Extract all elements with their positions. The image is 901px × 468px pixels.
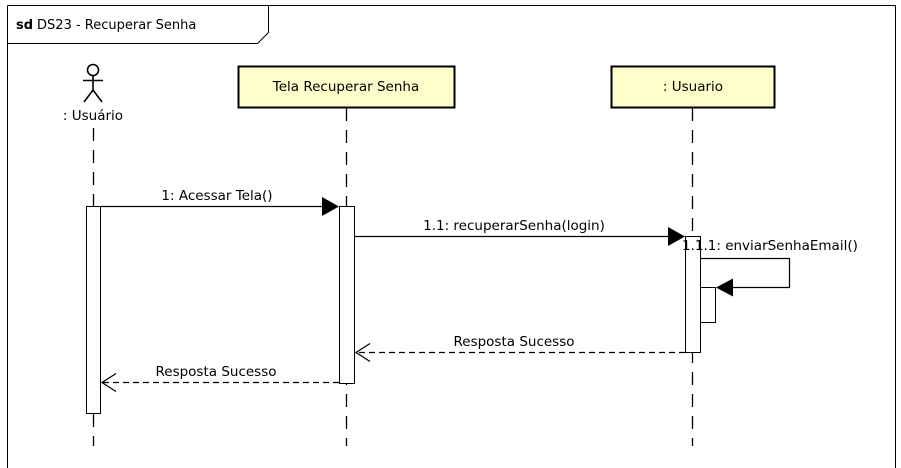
lifeline-tela: Tela Recuperar Senha (237, 65, 456, 446)
sync-arrowhead (668, 227, 685, 246)
frame-title: sd DS23 - Recuperar Senha (16, 18, 196, 33)
sync-arrowhead (322, 197, 339, 216)
lifeline-usuario-actor: : Usuário (63, 63, 123, 446)
diagram-frame: sd DS23 - Recuperar Senha (7, 5, 896, 468)
lifeline-usuario-obj: : Usuario (610, 65, 776, 446)
return-arrowhead (100, 372, 117, 393)
message-4-return: Resposta Sucesso (354, 334, 685, 363)
message-label: Resposta Sucesso (155, 364, 276, 380)
object-label: : Usuario (663, 79, 723, 95)
object-label: Tela Recuperar Senha (272, 79, 419, 95)
message-label: 1.1.1: enviarSenhaEmail() (682, 238, 858, 254)
actor-icon (83, 63, 103, 103)
message-1: 1: Acessar Tela() (101, 188, 339, 216)
frame-keyword: sd (16, 18, 33, 33)
message-3-self: 1.1.1: enviarSenhaEmail() (682, 238, 858, 297)
message-label: Resposta Sucesso (453, 334, 574, 350)
activation-bar (86, 206, 101, 414)
nested-activation-bar (700, 287, 716, 323)
message-5-return: Resposta Sucesso (100, 364, 339, 393)
object-box (237, 65, 456, 109)
return-arrowhead (354, 342, 371, 363)
sync-arrowhead (716, 278, 733, 297)
message-label: 1: Acessar Tela() (161, 188, 272, 204)
activation-bar (339, 206, 355, 384)
message-label: 1.1: recuperarSenha(login) (423, 218, 605, 234)
message-2: 1.1: recuperarSenha(login) (355, 218, 685, 246)
frame-title-text: DS23 - Recuperar Senha (37, 18, 196, 33)
object-box (610, 65, 776, 109)
actor-label: : Usuário (63, 108, 123, 124)
